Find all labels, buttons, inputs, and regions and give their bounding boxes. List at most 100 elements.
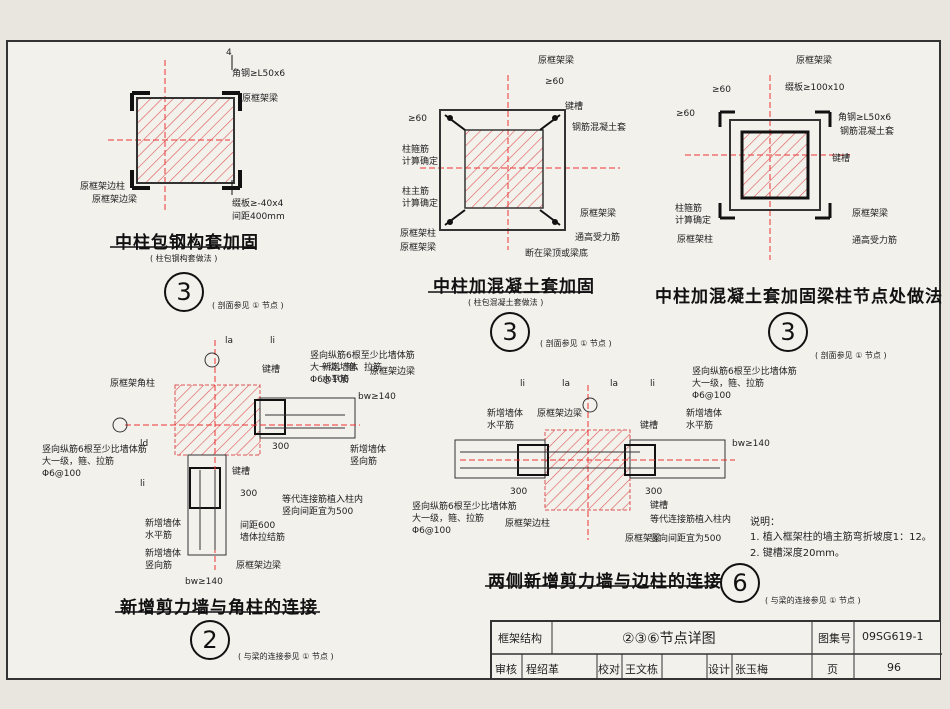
d3-figure — [685, 75, 850, 260]
d2-label-stirrup: 柱箍筋 — [402, 145, 430, 155]
d4-label-i: 新增墙体 — [350, 445, 387, 455]
d1-label-angle: 角钢≥L50x6 — [232, 69, 286, 79]
d4-title: 新增剪力墙与角柱的连接 — [120, 598, 318, 618]
d1-reference: ( 剖面参见 ① 节点 ) — [212, 301, 284, 310]
d5-label-e: 水平筋 — [487, 421, 515, 431]
tb-atlas-label: 图集号 — [818, 632, 851, 645]
d2-label-column: 原框架柱 — [400, 229, 437, 239]
notes-item-1: 1. 植入框架柱的墙主筋弯折坡度1：12。 — [750, 532, 932, 543]
d5-label-s: 等代连接筋植入柱内 — [650, 515, 732, 525]
d2-label-beam-top: 原框架梁 — [538, 56, 575, 66]
d2-label-key: 键槽 — [565, 102, 584, 112]
d5-label-edge-column: 原框架边柱 — [505, 519, 551, 529]
d3-label-calc: 计算确定 — [675, 216, 712, 226]
d4-label-p: Φ6@100 — [42, 469, 81, 479]
d1-label-plate: 缀板≥-40x4 — [232, 199, 284, 209]
d2-label-beam-left: 原框架梁 — [400, 243, 437, 253]
d4-label-edge-beam: 原框架边梁 — [370, 367, 416, 377]
d5-label-j: bw≥140 — [732, 439, 770, 449]
d1-figure — [108, 55, 242, 210]
d1-label-beam: 原框架梁 — [242, 94, 279, 104]
d4-label-o: 大一级，箍、拉筋 — [42, 457, 115, 467]
d5-dim-2: la — [562, 379, 571, 389]
tb-checker: 王文栋 — [625, 663, 658, 676]
d5-label-i: 水平筋 — [686, 421, 714, 431]
tb-review-label: 审核 — [495, 663, 517, 676]
d4-label-z: 原框架边梁 — [236, 561, 282, 571]
d1-label-edge-beam: 原框架边梁 — [92, 195, 138, 205]
tb-drawing-title: ②③⑥节点详图 — [622, 631, 716, 647]
d4-label-n: 竖向纵筋6根至少比墙体筋 — [42, 445, 147, 455]
d4-dim-li: li — [270, 336, 276, 346]
title-block: 框架结构 ②③⑥节点详图 图集号 09SG619-1 审核 程绍革 校对 王文栋… — [490, 620, 942, 680]
d4-label-c: Φ6@100 — [310, 375, 349, 385]
d2-label-calc-a: 计算确定 — [402, 157, 439, 167]
notes-heading: 说明： — [750, 517, 780, 528]
d5-dim-3: la — [610, 379, 619, 389]
d4-label-x: 新增墙体 — [145, 549, 182, 559]
d4-label-key: 键槽 — [262, 365, 281, 375]
d2-label-min60-a: ≥60 — [545, 77, 564, 87]
d5-label-m: 竖向纵筋6根至少比墙体筋 — [412, 502, 517, 512]
d5-label-c: Φ6@100 — [692, 391, 731, 401]
d4-label-w: 墙体拉结筋 — [240, 533, 286, 543]
d4-label-aa: bw≥140 — [185, 577, 223, 587]
d2-subtitle: ( 柱包混凝土套做法 ) — [468, 298, 544, 307]
d5-label-h: 新增墙体 — [686, 409, 723, 419]
d1-detail-number: 3 — [164, 272, 204, 312]
d2-label-min60-b: ≥60 — [408, 114, 427, 124]
d3-label-jacket: 钢筋混凝土套 — [840, 127, 895, 137]
tb-designer: 张玉梅 — [735, 663, 768, 676]
d3-label-min60-a: ≥60 — [712, 85, 731, 95]
d5-dim-4: li — [650, 379, 656, 389]
d3-label-plate: 缀板≥100x10 — [785, 83, 845, 93]
d3-label-beam-right: 原框架梁 — [852, 209, 889, 219]
d5-label-a: 竖向纵筋6根至少比墙体筋 — [692, 367, 797, 377]
d1-title: 中柱包钢构套加固 — [115, 233, 259, 253]
d4-dim-li2: li — [140, 479, 146, 489]
d5-label-d: 新增墙体 — [487, 409, 524, 419]
d2-label-full-height: 通高受力筋 — [575, 233, 621, 243]
d3-title: 中柱加混凝土套加固梁柱节点处做法 — [655, 287, 943, 307]
d4-label-q: 键槽 — [232, 467, 251, 477]
d5-figure — [454, 385, 735, 540]
d4-reference: ( 与梁的连接参见 ① 节点 ) — [238, 652, 334, 661]
d4-label-s: 竖向间距宜为500 — [282, 507, 354, 517]
d2-label-main-bar: 柱主筋 — [402, 187, 430, 197]
d4-dim-la: la — [225, 336, 234, 346]
d1-label-column: 原框架边柱 — [80, 182, 126, 192]
d2-label-calc-b: 计算确定 — [402, 199, 439, 209]
notes-item-2: 2. 键槽深度20mm。 — [750, 548, 845, 559]
tb-category: 框架结构 — [498, 632, 542, 645]
d4-label-r: 等代连接筋植入柱内 — [282, 495, 364, 505]
d4-label-k: bw≥140 — [358, 392, 396, 402]
d2-label-jacket: 钢筋混凝土套 — [572, 123, 627, 133]
d4-label-t: 新增墙体 — [145, 519, 182, 529]
d2-detail-number: 3 — [490, 312, 530, 352]
d5-reference: ( 与梁的连接参见 ① 节点 ) — [765, 596, 861, 605]
d5-label-key: 键槽 — [640, 421, 659, 431]
d3-label-min60-b: ≥60 — [676, 109, 695, 119]
d5-label-r: 键槽 — [650, 501, 669, 511]
tb-design-label: 设计 — [708, 663, 730, 676]
d3-label-stirrup: 柱箍筋 — [675, 204, 703, 214]
d5-dim-1: li — [520, 379, 526, 389]
d5-label-l: 300 — [645, 487, 663, 497]
tb-check-label: 校对 — [598, 663, 620, 676]
tb-reviewer: 程绍革 — [526, 663, 559, 676]
d4-label-f: 新增墙体 — [322, 363, 359, 373]
d3-label-full-height: 通高受力筋 — [852, 236, 898, 246]
d5-label-beam: 原框架梁 — [625, 534, 662, 544]
tb-page-label: 页 — [827, 663, 838, 676]
d5-title: 两侧新增剪力墙与边柱的连接 — [488, 572, 722, 592]
d4-detail-number: 2 — [190, 620, 230, 660]
d4-label-g: 水平筋 — [322, 375, 350, 385]
d4-label-u: 水平筋 — [145, 531, 173, 541]
d5-label-k: 300 — [510, 487, 528, 497]
d1-label-g: 4 — [226, 48, 232, 58]
d4-label-b: 大一级，箍、拉筋 — [310, 363, 383, 373]
d2-reference: ( 剖面参见 ① 节点 ) — [540, 339, 612, 348]
d5-label-o: Φ6@100 — [412, 526, 451, 536]
d3-reference: ( 剖面参见 ① 节点 ) — [815, 351, 887, 360]
